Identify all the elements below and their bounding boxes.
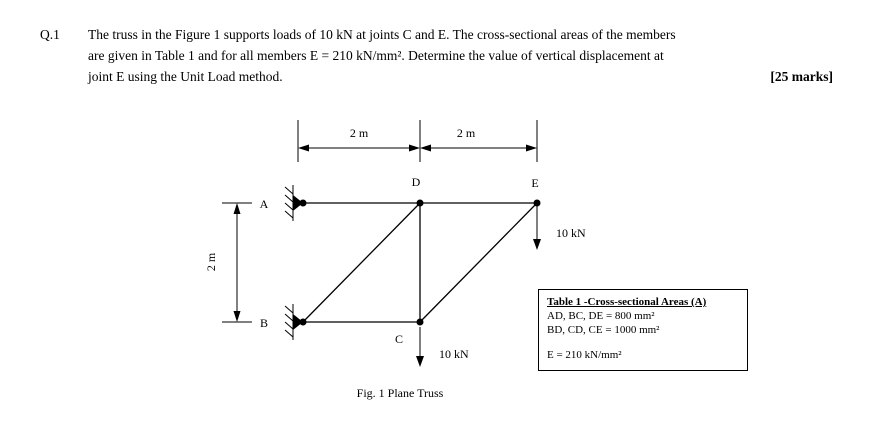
table-row-areas-1000: BD, CD, CE = 1000 mm² (547, 324, 660, 336)
question-number: Q.1 (40, 27, 60, 42)
load-arrow-e: 10 kN (533, 206, 586, 250)
question-line: The truss in the Figure 1 supports loads… (88, 27, 676, 42)
support-b (284, 304, 303, 340)
marks-label: [25 marks] (770, 69, 833, 84)
truss-joints (299, 199, 541, 326)
joint-label-a: A (260, 197, 269, 211)
elastic-modulus: E = 210 kN/mm² (547, 349, 622, 361)
question-body: The truss in the Figure 1 supports loads… (88, 24, 833, 87)
dim-label-top-left: 2 m (350, 126, 369, 140)
figure-caption: Fig. 1 Plane Truss (356, 386, 444, 400)
question-line: joint E using the Unit Load method. (88, 69, 283, 84)
top-dimension: 2 m 2 m (297, 120, 538, 162)
truss-members (302, 202, 538, 323)
question-line: are given in Table 1 and for all members… (88, 48, 664, 63)
joint-label-d: D (412, 175, 421, 189)
table-1-title: Table 1 -Cross-sectional Areas (A) (547, 296, 707, 308)
table-1: Table 1 -Cross-sectional Areas (A) AD, B… (538, 289, 748, 371)
dim-label-top-right: 2 m (457, 126, 476, 140)
table-row-areas-800: AD, BC, DE = 800 mm² (547, 310, 655, 322)
dim-label-left: 2 m (204, 252, 218, 271)
left-dimension: 2 m (204, 202, 252, 323)
joint-label-e: E (531, 176, 538, 190)
joint-label-b: B (260, 316, 268, 330)
load-arrow-c: 10 kN (416, 327, 469, 367)
joint-label-c: C (395, 332, 403, 346)
support-a (284, 185, 303, 221)
question-block: Q.1 The truss in the Figure 1 supports l… (40, 24, 833, 87)
load-label-e: 10 kN (556, 226, 586, 240)
load-label-c: 10 kN (439, 347, 469, 361)
